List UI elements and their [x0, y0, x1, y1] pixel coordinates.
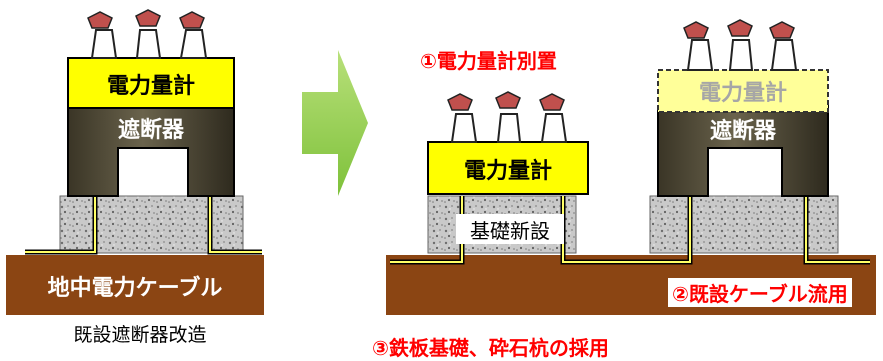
- right-breaker-label: 遮断器: [709, 119, 776, 144]
- left-meter-label: 電力量計: [106, 74, 195, 99]
- right-new-meter-box: [427, 141, 589, 195]
- transition-arrow: [302, 50, 368, 196]
- left-caption: 既設遮断器改造: [73, 323, 207, 346]
- right-breaker-body: [657, 105, 829, 197]
- left-soil: [6, 255, 264, 315]
- left-insulators: [87, 9, 208, 59]
- right-removed-meter-label: 電力量計: [698, 81, 787, 106]
- right-existing-foundation: [649, 195, 839, 254]
- left-cable-label: 地中電力ケーブル: [47, 276, 223, 301]
- left-cable-2-inner: [209, 196, 262, 253]
- annotation-steel-plate: ③鉄板基礎、砕石杭の採用: [372, 336, 609, 360]
- annotation-separate-meter: ①電力量計別置: [420, 49, 557, 73]
- left-breaker-body: [67, 105, 235, 197]
- right-new-meter-label: 電力量計: [463, 159, 552, 184]
- right-removed-meter-box: [657, 69, 829, 113]
- right-new-meter-insulators: [447, 91, 568, 143]
- left-cable-1-inner: [25, 196, 96, 253]
- left-breaker-label: 遮断器: [117, 118, 184, 143]
- annotation-reuse-cable: ②既設ケーブル流用: [668, 278, 852, 307]
- left-foundation: [59, 195, 244, 254]
- right-new-foundation-label: 基礎新設: [456, 214, 564, 244]
- right-breaker-insulators: [683, 19, 798, 71]
